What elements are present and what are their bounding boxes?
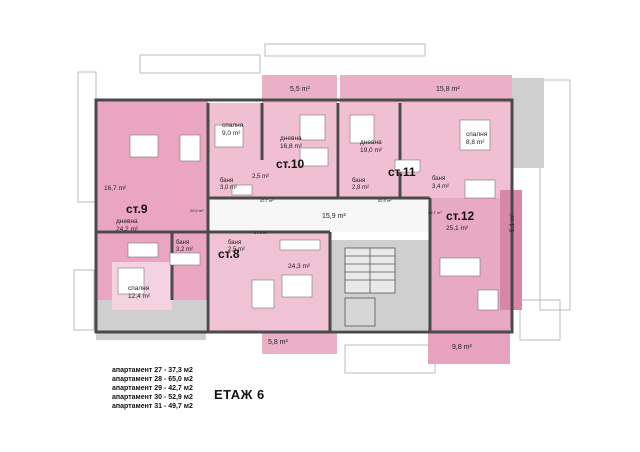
- apt-label-12: ст.12: [446, 209, 475, 223]
- legend-item: апартамент 31 - 49,7 м2: [112, 403, 193, 410]
- label-bedroom-10-area: 9,0 m²: [222, 130, 241, 137]
- label-living-12-area: 25,1 m²: [446, 225, 469, 232]
- label-bath-10-area: 3,0 m²: [220, 185, 237, 191]
- label-living-9-name: дневна: [116, 218, 138, 225]
- label-small-3: 52,9 m²: [378, 198, 392, 203]
- label-small-2: 42,7 m²: [260, 198, 274, 203]
- label-side-balcony: 5,1 m²: [509, 213, 516, 232]
- legend-item: апартамент 29 - 42,7 м2: [112, 385, 193, 392]
- bottom-balcony-right: [428, 328, 510, 364]
- apartment-legend: апартамент 27 - 37,3 м2 апартамент 28 - …: [112, 366, 193, 411]
- label-bath-11-name: баня: [352, 178, 365, 184]
- label-small-1: 20,0 m²: [190, 208, 204, 213]
- label-living-10-area: 16,8 m²: [280, 143, 303, 150]
- label-small-5: 37,3 m²: [254, 230, 268, 235]
- top-balcony-left: [262, 75, 337, 103]
- apt-label-8: ст.8: [218, 247, 240, 261]
- label-bedroom-11-area: 8,8 m²: [466, 139, 485, 146]
- label-top-balcony-left: 5,5 m²: [290, 86, 311, 93]
- apt-label-9: ст.9: [126, 202, 148, 216]
- label-living-11-name: дневна: [360, 139, 382, 146]
- label-terrace-9: 16,7 m²: [104, 185, 127, 192]
- label-bath-11-area: 2,8 m²: [352, 185, 369, 191]
- label-bath-9-area: 3,2 m²: [176, 247, 193, 253]
- label-bath-8-name: баня: [228, 240, 241, 246]
- label-bedroom-9-area: 12,4 m²: [128, 293, 151, 300]
- label-bath-9-name: баня: [176, 240, 189, 246]
- bottom-balcony-left: [262, 332, 337, 354]
- label-hall-10: 2,5 m²: [252, 174, 269, 180]
- label-living-9-area: 24,2 m²: [116, 226, 139, 233]
- label-bath-8-area: 2,5 m²: [228, 247, 245, 253]
- label-living-8-area: 24,3 m²: [288, 263, 311, 270]
- label-bath-10-name: баня: [220, 178, 233, 184]
- label-bottom-balcony-right: 9,8 m²: [452, 344, 473, 351]
- floor-title: ЕТАЖ 6: [214, 387, 265, 402]
- label-bath-12-area: 3,4 m²: [432, 184, 449, 190]
- top-balcony-right: [340, 75, 512, 103]
- legend-item: апартамент 30 - 52,9 м2: [112, 394, 193, 401]
- label-top-balcony-right: 15,8 m²: [436, 86, 460, 93]
- label-bottom-balcony-left: 5,8 m²: [268, 339, 289, 346]
- label-living-10-name: дневна: [280, 135, 302, 142]
- label-small-4: 49,7 m²: [428, 210, 442, 215]
- label-bath-12-name: баня: [432, 176, 445, 182]
- label-bedroom-10-name: спалня: [222, 122, 244, 129]
- furniture: [117, 114, 499, 311]
- legend-item: апартамент 27 - 37,3 м2: [112, 367, 193, 374]
- apartment-areas: [96, 75, 522, 364]
- legend-item: апартамент 28 - 65,0 м2: [112, 376, 193, 383]
- label-corridor: 15,9 m²: [322, 213, 346, 220]
- room-labels: 5,5 m² 15,8 m² спалня 9,0 m² дневна 16,8…: [104, 86, 516, 351]
- walls: [94, 98, 514, 334]
- corridor: [208, 198, 430, 232]
- label-bedroom-9-name: спалня: [128, 285, 150, 292]
- apt-label-11: ст.11: [388, 165, 416, 179]
- apt-label-10: ст.10: [276, 157, 305, 171]
- label-bedroom-11-name: спалня: [466, 131, 488, 138]
- label-living-11-area: 19,0 m²: [360, 147, 383, 154]
- staircase: [344, 247, 396, 327]
